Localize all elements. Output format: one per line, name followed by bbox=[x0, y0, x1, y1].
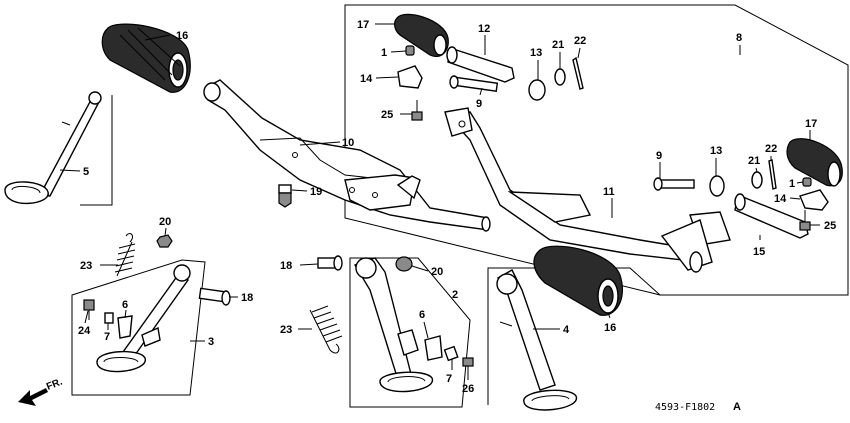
callout-1-upper: 1 bbox=[381, 47, 387, 59]
callout-16-upper-left: 16 bbox=[176, 30, 188, 42]
callout-21-upper: 21 bbox=[552, 39, 564, 51]
callout-5: 5 bbox=[83, 166, 89, 178]
pin-9-upper bbox=[449, 75, 499, 92]
washer-13-lower bbox=[709, 175, 725, 197]
side-stand-left bbox=[4, 91, 102, 205]
callout-10: 10 bbox=[342, 137, 354, 149]
callout-20-center: 20 bbox=[431, 266, 443, 278]
footpeg-rubber-upper bbox=[394, 13, 449, 58]
callout-21-lower: 21 bbox=[748, 155, 760, 167]
diagram-code: 4593-F1802 bbox=[655, 402, 715, 413]
arrow-icon bbox=[18, 388, 48, 406]
callout-6-center: 6 bbox=[419, 309, 425, 321]
callout-26: 26 bbox=[462, 383, 474, 395]
spring-23-left bbox=[114, 233, 136, 277]
callout-20-left: 20 bbox=[159, 216, 171, 228]
callout-22-lower: 22 bbox=[765, 143, 777, 155]
callout-17-lower: 17 bbox=[805, 118, 817, 130]
callout-9-upper: 9 bbox=[476, 98, 482, 110]
washer-13-upper bbox=[528, 79, 546, 101]
callout-12: 12 bbox=[478, 23, 490, 35]
spring-1-lower bbox=[802, 177, 812, 187]
callout-24: 24 bbox=[78, 325, 91, 337]
diagram-code-suffix: A bbox=[733, 401, 741, 413]
callout-4: 4 bbox=[563, 324, 570, 336]
callout-1-lower: 1 bbox=[789, 178, 795, 190]
callout-25-upper: 25 bbox=[381, 109, 393, 121]
callout-14-lower: 14 bbox=[774, 193, 787, 205]
bracket-6-left bbox=[117, 315, 133, 339]
callout-11: 11 bbox=[603, 186, 615, 198]
callout-6-left: 6 bbox=[122, 299, 128, 311]
pin-18-left bbox=[198, 287, 231, 306]
footpeg-rubber-left bbox=[101, 23, 191, 93]
callout-16-lower-right: 16 bbox=[604, 322, 616, 334]
callout-13-upper: 13 bbox=[530, 47, 542, 59]
callout-17-upper: 17 bbox=[357, 19, 369, 31]
callout-18-center: 18 bbox=[280, 260, 292, 272]
spring-23-center bbox=[309, 305, 343, 354]
cotter-pin-22-upper bbox=[572, 56, 584, 90]
callout-9-lower: 9 bbox=[656, 150, 662, 162]
bolt-25-lower bbox=[799, 210, 811, 231]
main-stand-center bbox=[353, 257, 433, 393]
washer-21-upper bbox=[554, 68, 566, 86]
callout-19: 19 bbox=[310, 186, 322, 198]
callout-22-upper: 22 bbox=[574, 35, 586, 47]
callout-23-center: 23 bbox=[280, 324, 292, 336]
callout-15: 15 bbox=[753, 246, 765, 258]
callout-14-upper: 14 bbox=[360, 73, 373, 85]
cotter-pin-22-lower bbox=[768, 159, 777, 190]
peg-shaft-12 bbox=[446, 46, 515, 83]
group-3-frame bbox=[71, 259, 206, 396]
callout-23-left: 23 bbox=[80, 260, 92, 272]
collar-7-center bbox=[443, 345, 459, 362]
spring-1-upper bbox=[405, 45, 415, 56]
footpeg-rubber-right bbox=[533, 245, 623, 316]
callout-13-lower: 13 bbox=[710, 145, 722, 157]
callout-3: 3 bbox=[208, 336, 214, 348]
front-direction-arrow: FR. bbox=[18, 376, 64, 406]
holder-14-lower bbox=[799, 189, 829, 211]
pin-9-lower bbox=[653, 177, 695, 191]
washer-21-lower bbox=[751, 171, 763, 189]
callout-7-center: 7 bbox=[446, 373, 452, 385]
nut-20-center bbox=[395, 256, 413, 272]
main-step-bar bbox=[203, 79, 491, 232]
callout-7-left: 7 bbox=[104, 331, 110, 343]
bolt-24 bbox=[83, 299, 95, 320]
leader-lines bbox=[59, 23, 820, 380]
direction-label: FR. bbox=[45, 376, 64, 392]
group-8-frame bbox=[344, 4, 849, 296]
nut-20-left bbox=[156, 234, 173, 248]
peg-shaft-15 bbox=[734, 193, 809, 239]
holder-14-upper bbox=[397, 65, 423, 89]
rear-step-bar bbox=[444, 107, 731, 273]
footpeg-rubber-lower-right bbox=[786, 138, 843, 187]
callout-25-lower: 25 bbox=[824, 220, 836, 232]
bolt-26 bbox=[462, 357, 474, 376]
bolt-19 bbox=[278, 184, 292, 208]
group-5-frame bbox=[80, 95, 113, 206]
pin-18-center bbox=[317, 255, 343, 271]
side-stand-right bbox=[496, 269, 577, 411]
main-stand-left bbox=[96, 264, 191, 373]
bolt-25-upper bbox=[411, 100, 423, 121]
callout-2: 2 bbox=[452, 289, 458, 301]
collar-7-left bbox=[104, 312, 114, 324]
callout-18-left: 18 bbox=[241, 292, 253, 304]
bracket-6-center bbox=[424, 335, 443, 361]
callout-8: 8 bbox=[736, 32, 742, 44]
